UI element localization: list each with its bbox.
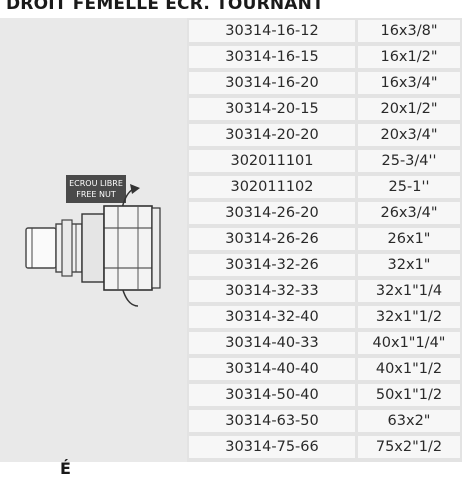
size-cell: 32x1"1/2	[358, 306, 460, 328]
reference-cell: 30314-32-33	[189, 280, 355, 302]
free-nut-label-fr: ECROU LIBRE	[69, 179, 123, 188]
reference-cell: 30314-32-40	[189, 306, 355, 328]
reference-cell: 30314-50-40	[189, 384, 355, 406]
reference-cell: 30314-16-20	[189, 72, 355, 94]
reference-cell: 30314-75-66	[189, 436, 355, 458]
reference-cell: 30314-20-15	[189, 98, 355, 120]
reference-cell: 30314-26-20	[189, 202, 355, 224]
size-cell: 32x1"	[358, 254, 460, 276]
size-cell: 32x1"1/4	[358, 280, 460, 302]
reference-cell: 302011102	[189, 176, 355, 198]
free-nut-label: ECROU LIBRE FREE NUT	[66, 175, 126, 203]
size-cell: 26x3/4"	[358, 202, 460, 224]
size-cell: 26x1"	[358, 228, 460, 250]
size-cell: 20x1/2"	[358, 98, 460, 120]
fitting-drawing	[25, 184, 161, 307]
reference-cell: 30314-40-40	[189, 358, 355, 380]
size-cell: 16x3/8"	[358, 20, 460, 42]
size-cell: 50x1"1/2	[358, 384, 460, 406]
size-cell: 16x1/2"	[358, 46, 460, 68]
arrow-head-icon	[130, 184, 140, 194]
reference-cell: 30314-16-15	[189, 46, 355, 68]
reference-cell: 30314-20-20	[189, 124, 355, 146]
size-cell: 63x2"	[358, 410, 460, 432]
reference-cell: 30314-26-26	[189, 228, 355, 250]
footer-glyph: É	[60, 459, 71, 478]
size-cell: 25-3/4''	[358, 150, 460, 172]
size-cell: 40x1"1/2	[358, 358, 460, 380]
reference-cell: 30314-63-50	[189, 410, 355, 432]
free-nut-label-en: FREE NUT	[76, 190, 116, 199]
reference-cell: 30314-16-12	[189, 20, 355, 42]
reference-cell: 30314-40-33	[189, 332, 355, 354]
size-cell: 25-1''	[358, 176, 460, 198]
reference-cell: 302011101	[189, 150, 355, 172]
reference-cell: 30314-32-26	[189, 254, 355, 276]
size-cell: 20x3/4"	[358, 124, 460, 146]
bottom-strip	[0, 462, 462, 472]
section-title: DROIT FEMELLE ECR. TOURNANT	[0, 0, 462, 18]
size-cell: 40x1"1/4"	[358, 332, 460, 354]
size-cell: 75x2"1/2	[358, 436, 460, 458]
size-cell: 16x3/4"	[358, 72, 460, 94]
